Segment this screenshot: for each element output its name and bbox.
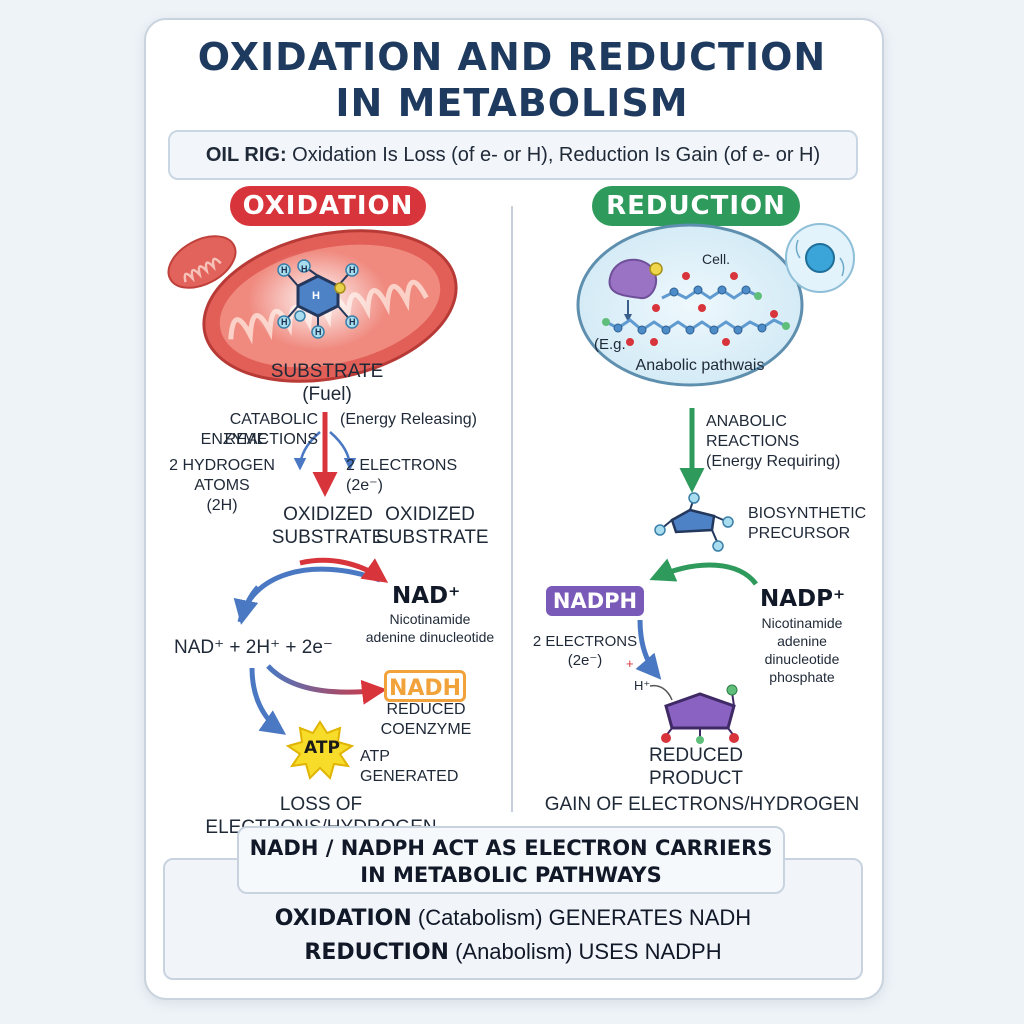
reduction-electrons-line-2: (2e⁻) (567, 652, 603, 669)
atp-generated-label: ATP GENERATED (360, 748, 459, 785)
atp-arrow (249, 667, 287, 735)
substrate-line-1: SUBSTRATE (270, 361, 384, 382)
nad-plus-arrow (299, 557, 389, 583)
oxidized-a-line-1: OXIDIZED (283, 504, 373, 525)
oxidized-substrate-a: OXIDIZED SUBSTRATE (270, 503, 386, 549)
cell-illustration (576, 223, 804, 387)
mnemonic-term: OIL RIG: (205, 144, 287, 166)
nadp-full-line-1: Nicotinamide (761, 615, 843, 631)
reduced-coenzyme-label: REDUCED COENZYME (380, 700, 472, 740)
nadp-full-line-3: dinucleotide (764, 651, 840, 667)
hydrogen-branch-arrow (293, 431, 321, 471)
carrier-line-1: NADH / NADPH ACT AS ELECTRON CARRIERS (249, 836, 773, 860)
nadp-plus-label: NADP⁺ (760, 586, 846, 612)
nad-equation: NAD⁺ + 2H⁺ + 2e⁻ (174, 637, 333, 658)
anabolic-line-2: (Energy Requiring) (706, 453, 841, 470)
precursor-line-2: PRECURSOR (748, 525, 851, 542)
atom-label-1: H (301, 264, 308, 274)
plus-sign: + (626, 656, 634, 671)
summary-reduction-term: REDUCTION (304, 940, 449, 965)
title-line-1: OXIDATION AND REDUCTION (197, 35, 827, 79)
anabolic-line-1: ANABOLIC REACTIONS (706, 413, 800, 450)
nad-plus-label: NAD⁺ (392, 583, 461, 609)
atp-label: ATP (304, 738, 340, 758)
cell-label: Cell. (702, 251, 731, 267)
nad-full-line-2: adenine dinucleotide (365, 629, 495, 645)
small-mitochondrion-icon (167, 235, 237, 289)
oxidized-b-line-2: SUBSTRATE (376, 527, 489, 548)
oxidized-substrate-b: OXIDIZED SUBSTRATE (376, 503, 489, 549)
nadp-full-name: Nicotinamide adenine dinucleotide phosph… (748, 614, 856, 686)
electrons-label: 2 ELECTRONS (2e⁻) (346, 457, 458, 494)
nadp-to-nadph-arrow (649, 558, 759, 586)
atom-label-6: H (349, 317, 356, 327)
hydrogen-line-1: 2 HYDROGEN ATOMS (169, 457, 275, 494)
hydrogen-line-2: (2H) (206, 497, 238, 514)
reduced-coenzyme-line-1: REDUCED (386, 701, 466, 718)
column-divider (511, 206, 513, 812)
summary-oxidation-rest: (Catabolism) GENERATES NADH (411, 905, 752, 930)
nadp-full-line-4: phosphate (769, 669, 835, 685)
carrier-line-2: IN METABOLIC PATHWAYS (360, 863, 662, 887)
mnemonic-box: OIL RIG: Oxidation Is Loss (of e- or H),… (168, 130, 858, 180)
substrate-line-2: (Fuel) (302, 384, 352, 405)
enzyme-label: ENZYME (200, 431, 268, 448)
product-line-2: PRODUCT (649, 768, 743, 789)
reduction-header: REDUCTION (592, 186, 800, 226)
electron-donation-arrow (635, 619, 662, 680)
atom-label-2: H (312, 290, 320, 302)
pathway-label: Anabolic pathwais (635, 357, 765, 374)
page-title: OXIDATION AND REDUCTION IN METABOLISM (0, 34, 1024, 126)
substrate-label: SUBSTRATE (Fuel) (255, 360, 399, 406)
atom-label-4: H (349, 265, 356, 275)
anabolic-label: ANABOLIC REACTIONS (Energy Requiring) (706, 412, 876, 472)
title-line-2: IN METABOLISM (335, 81, 689, 125)
h-plus-label: H⁺ (634, 678, 651, 693)
product-line-1: REDUCED (649, 745, 743, 766)
oxidized-b-line-1: OXIDIZED (385, 504, 475, 525)
summary-reduction: REDUCTION (Anabolism) USES NADPH (163, 939, 863, 965)
reduction-summary: GAIN OF ELECTRONS/HYDROGEN (544, 794, 860, 815)
atom-label-5: H (281, 317, 288, 327)
precursor-label: BIOSYNTHETIC PRECURSOR (748, 504, 868, 544)
nadp-full-line-2: adenine (777, 633, 827, 649)
precursor-molecule-icon (654, 492, 734, 552)
electron-branch-arrow (329, 431, 357, 471)
hydrogen-atoms-label: 2 HYDROGEN ATOMS (2H) (148, 456, 296, 516)
nadph-tag: NADPH (546, 586, 644, 616)
atom-label-3: H (281, 265, 288, 275)
catabolic-label: CATABOLIC REACTIONS (224, 411, 318, 448)
small-cell-icon (785, 223, 855, 293)
summary-oxidation: OXIDATION (Catabolism) GENERATES NADH (163, 905, 863, 931)
summary-reduction-rest: (Anabolism) USES NADPH (448, 939, 722, 964)
precursor-line-1: BIOSYNTHETIC (748, 505, 867, 522)
eg-label: (E.g. (594, 336, 626, 353)
oxidation-header: OXIDATION (230, 186, 426, 226)
reduction-electrons-line-1: 2 ELECTRONS (532, 633, 638, 650)
summary-oxidation-term: OXIDATION (274, 906, 412, 931)
nad-return-arrow (233, 585, 260, 625)
atp-burst-icon (285, 720, 355, 780)
hydrogen-link (649, 684, 673, 701)
atom-label-7: H (315, 327, 322, 337)
reduced-product-label: REDUCED PRODUCT (640, 744, 752, 790)
reduction-electrons-label: 2 ELECTRONS (2e⁻) (532, 632, 638, 670)
energy-releasing-label: (Energy Releasing) (340, 411, 477, 428)
carrier-banner: NADH / NADPH ACT AS ELECTRON CARRIERS IN… (237, 826, 785, 894)
nad-full-line-1: Nicotinamide (389, 611, 471, 627)
nadh-tag: NADH (384, 670, 466, 702)
mnemonic-text: Oxidation Is Loss (of e- or H), Reductio… (292, 144, 821, 166)
oxidized-a-line-2: SUBSTRATE (271, 527, 385, 548)
nad-full-name: Nicotinamide adenine dinucleotide (356, 610, 504, 646)
nadh-arrow (266, 664, 387, 705)
reduced-coenzyme-line-2: COENZYME (380, 721, 472, 738)
substrate-molecule-icon (277, 259, 359, 339)
product-molecule-icon (661, 684, 739, 744)
